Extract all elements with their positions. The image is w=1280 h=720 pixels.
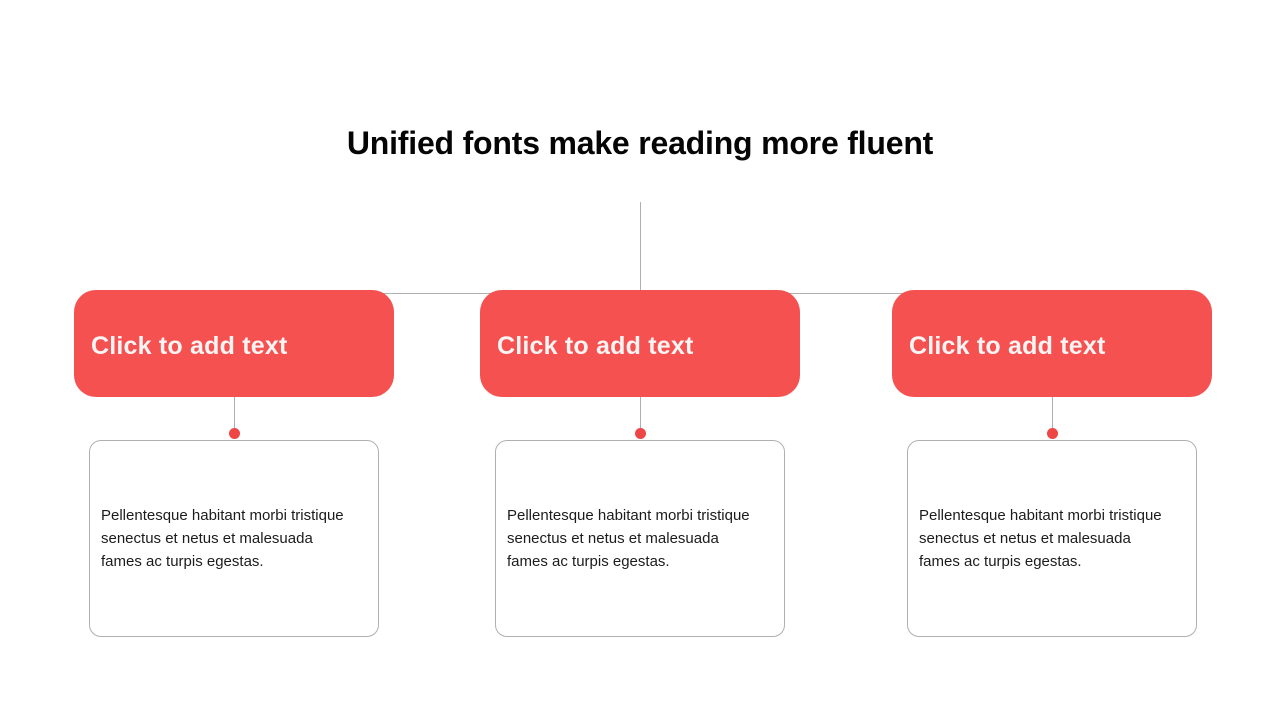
branch-1-body-text: Pellentesque habitant morbi tristique se… bbox=[101, 507, 344, 570]
branch-3-stem-line bbox=[1051, 397, 1053, 435]
branch-2-heading-placeholder: Click to add text bbox=[497, 332, 694, 360]
branch-3-connector-dot bbox=[1046, 428, 1058, 439]
connector-root-stem bbox=[640, 202, 641, 293]
branch-3: Click to add text Pellentesque habitant … bbox=[892, 290, 1212, 638]
branch-1-connector-dot bbox=[228, 428, 240, 439]
branch-3-heading-placeholder: Click to add text bbox=[909, 332, 1106, 360]
branch-1-body-card[interactable]: Pellentesque habitant morbi tristique se… bbox=[89, 440, 379, 637]
branch-2-body-card[interactable]: Pellentesque habitant morbi tristique se… bbox=[495, 440, 785, 637]
branch-1-heading-placeholder: Click to add text bbox=[91, 332, 288, 360]
branch-2-body-text: Pellentesque habitant morbi tristique se… bbox=[507, 507, 750, 570]
branch-3-body-text: Pellentesque habitant morbi tristique se… bbox=[919, 507, 1162, 570]
branch-3-heading-box[interactable]: Click to add text bbox=[892, 290, 1212, 397]
branch-2: Click to add text Pellentesque habitant … bbox=[480, 290, 800, 638]
branch-2-connector-dot bbox=[634, 428, 646, 439]
branch-1: Click to add text Pellentesque habitant … bbox=[74, 290, 394, 638]
branch-2-heading-box[interactable]: Click to add text bbox=[480, 290, 800, 397]
branch-2-stem-line bbox=[639, 397, 641, 435]
slide-title[interactable]: Unified fonts make reading more fluent bbox=[346, 125, 934, 161]
branch-3-body-card[interactable]: Pellentesque habitant morbi tristique se… bbox=[907, 440, 1197, 637]
branch-1-stem-line bbox=[233, 397, 235, 435]
branch-1-heading-box[interactable]: Click to add text bbox=[74, 290, 394, 397]
